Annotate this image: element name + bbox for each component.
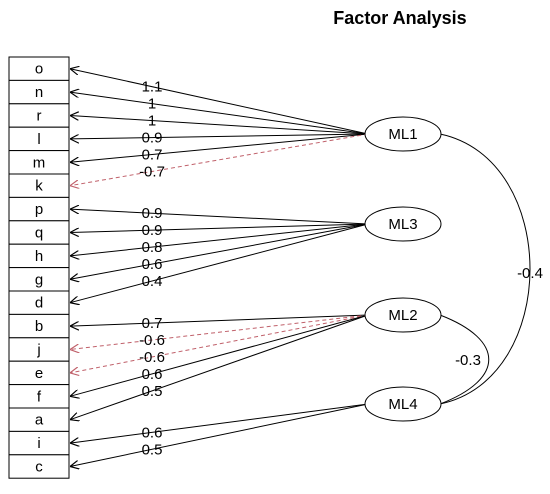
variable-label-h: h (35, 248, 43, 265)
variable-label-c: c (35, 459, 43, 476)
loading-label-ML2-b: 0.7 (142, 315, 163, 332)
variable-label-l: l (37, 131, 40, 148)
loading-edges: 1.1110.90.7-0.70.90.90.80.60.40.7-0.6-0.… (70, 69, 369, 467)
factor-node-ML4 (364, 386, 442, 422)
factor-label-ML3: ML3 (388, 216, 417, 233)
factor-label-ML4: ML4 (388, 396, 417, 413)
variable-label-p: p (35, 201, 43, 218)
loading-arrow-ML2-a (70, 314, 369, 420)
loading-arrow-ML3-h (70, 223, 369, 256)
loading-label-ML2-f: 0.6 (142, 366, 163, 383)
variable-label-f: f (37, 388, 42, 405)
variable-label-g: g (35, 271, 43, 288)
variable-label-q: q (35, 225, 43, 242)
loading-label-ML4-i: 0.6 (142, 424, 163, 441)
loading-label-ML1-l: 0.9 (142, 130, 163, 147)
loading-label-ML1-m: 0.7 (142, 147, 163, 164)
variable-label-b: b (35, 318, 43, 335)
loading-arrow-ML1-n (70, 92, 369, 135)
loading-label-ML3-h: 0.8 (142, 239, 163, 256)
loading-arrow-ML1-r (70, 116, 369, 135)
variable-label-a: a (35, 412, 44, 429)
loading-label-ML1-n: 1 (148, 96, 156, 113)
loading-arrow-ML1-l (70, 133, 369, 139)
factor-node-ML1 (364, 116, 442, 152)
loading-arrow-ML3-p (70, 209, 369, 225)
correlation-label-ML2-ML4: -0.3 (455, 352, 481, 369)
loading-label-ML2-a: 0.5 (142, 383, 163, 400)
loading-arrow-ML4-i (70, 403, 369, 443)
variable-label-r: r (37, 108, 42, 125)
correlation-arc-ML2-ML4 (439, 314, 490, 405)
loading-label-ML3-q: 0.9 (142, 222, 163, 239)
loading-label-ML2-e: -0.6 (139, 349, 165, 366)
loading-label-ML1-o: 1.1 (142, 79, 163, 96)
factor-label-ML2: ML2 (388, 307, 417, 324)
loading-arrow-ML2-f (70, 314, 369, 396)
variable-box-c (8, 454, 70, 479)
factor-node-ML2 (364, 297, 442, 333)
correlation-arc-ML1-ML4 (439, 133, 531, 405)
loading-arrow-ML2-b (70, 314, 369, 326)
loading-arrow-ML2-j (70, 314, 369, 350)
loading-arrow-ML1-k (70, 133, 369, 186)
loading-arrow-ML2-e (70, 314, 369, 373)
variable-label-e: e (35, 365, 43, 382)
loading-label-ML1-k: -0.7 (139, 163, 165, 180)
variable-label-o: o (35, 61, 43, 78)
loading-label-ML2-j: -0.6 (139, 332, 165, 349)
loading-label-ML3-g: 0.6 (142, 256, 163, 273)
loading-label-ML3-p: 0.9 (142, 205, 163, 222)
loading-label-ML1-r: 1 (148, 113, 156, 130)
diagram-title: Factor Analysis (333, 8, 466, 28)
variable-label-m: m (33, 154, 46, 171)
loading-arrow-ML3-g (70, 223, 369, 279)
variable-label-j: j (36, 342, 40, 359)
correlation-label-ML1-ML4: -0.4 (517, 265, 543, 282)
loading-label-ML4-c: 0.5 (142, 441, 163, 458)
factor-correlations: -0.4 -0.3 (439, 133, 543, 405)
variable-label-i: i (37, 435, 40, 452)
loading-arrow-ML4-c (70, 403, 369, 467)
factor-label-ML1: ML1 (388, 126, 417, 143)
loading-label-ML3-d: 0.4 (142, 273, 163, 290)
variable-label-k: k (35, 178, 43, 195)
loading-arrow-ML1-m (70, 133, 369, 162)
variable-label-d: d (35, 295, 43, 312)
loading-arrow-ML1-o (70, 69, 369, 135)
factor-node-ML3 (364, 206, 442, 242)
loading-arrow-ML3-q (70, 223, 369, 233)
loading-arrow-ML3-d (70, 223, 369, 303)
variable-label-n: n (35, 84, 43, 101)
